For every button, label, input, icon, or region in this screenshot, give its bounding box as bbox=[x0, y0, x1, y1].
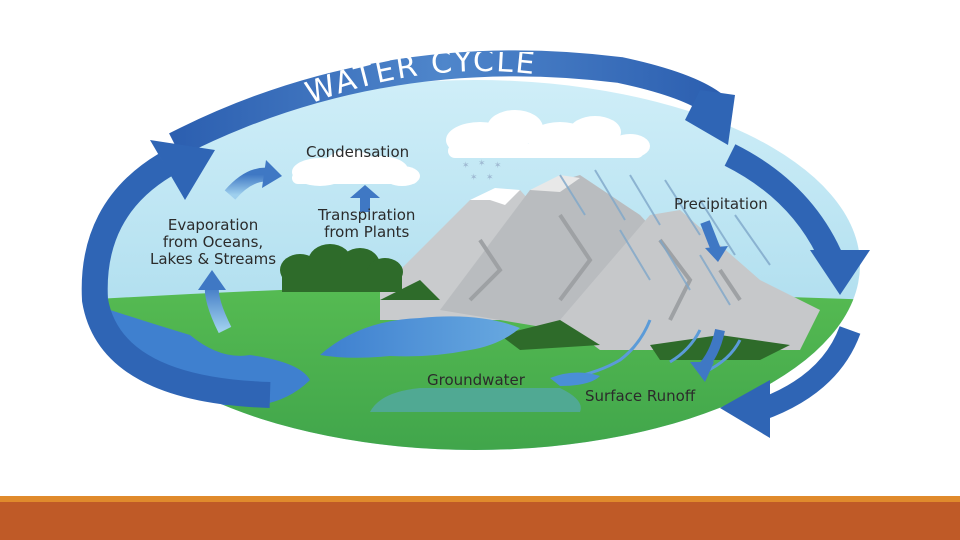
diagram-title: WATER CYCLE bbox=[301, 52, 538, 111]
label-transpiration: Transpiration from Plants bbox=[318, 207, 415, 241]
groundwater-area bbox=[370, 388, 581, 412]
label-surface-runoff: Surface Runoff bbox=[585, 388, 695, 405]
svg-text:✶: ✶ bbox=[486, 173, 494, 183]
title-banner: WATER CYCLE bbox=[300, 52, 590, 112]
svg-text:✶: ✶ bbox=[470, 173, 478, 183]
label-evaporation: Evaporation from Oceans, Lakes & Streams bbox=[150, 217, 276, 268]
svg-text:WATER CYCLE: WATER CYCLE bbox=[301, 52, 538, 111]
svg-text:✶: ✶ bbox=[462, 161, 470, 171]
label-groundwater: Groundwater bbox=[427, 372, 525, 389]
svg-text:✶: ✶ bbox=[478, 159, 486, 169]
footer-bar bbox=[0, 502, 960, 540]
label-condensation: Condensation bbox=[306, 144, 409, 161]
label-precipitation: Precipitation bbox=[674, 196, 768, 213]
svg-text:✶: ✶ bbox=[494, 161, 502, 171]
